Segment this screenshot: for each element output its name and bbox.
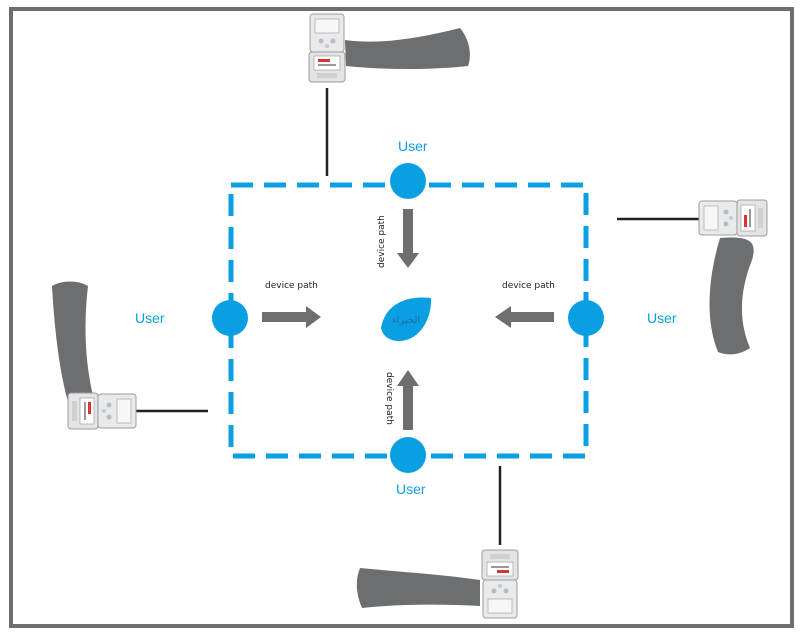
device-top [308, 13, 470, 176]
arm-right [709, 237, 754, 355]
arm-bottom [356, 568, 480, 608]
outer-frame [9, 7, 794, 628]
user-node-bottom [390, 437, 426, 473]
user-node-right [568, 300, 604, 336]
center-logo-text: الخبراء [392, 315, 420, 326]
center-logo-icon [381, 297, 432, 342]
arrow-bottom [397, 370, 419, 430]
arrow-left [262, 306, 321, 328]
device-path-label-bottom: device path [384, 372, 394, 425]
user-label-bottom: User [396, 481, 426, 497]
device-path-label-right: device path [502, 281, 555, 291]
user-label-right: User [647, 310, 677, 326]
device-bottom [356, 466, 519, 619]
device-path-label-left: device path [265, 281, 318, 291]
arm-top [345, 28, 470, 69]
user-label-top: User [398, 138, 428, 154]
arrow-top [397, 209, 419, 268]
device-path-label-top: device path [377, 215, 387, 268]
arrow-right [495, 306, 554, 328]
user-node-top [390, 163, 426, 199]
arm-left [52, 281, 94, 402]
user-node-left [212, 300, 248, 336]
device-right [617, 199, 768, 355]
device-left [52, 281, 208, 430]
user-label-left: User [135, 310, 165, 326]
